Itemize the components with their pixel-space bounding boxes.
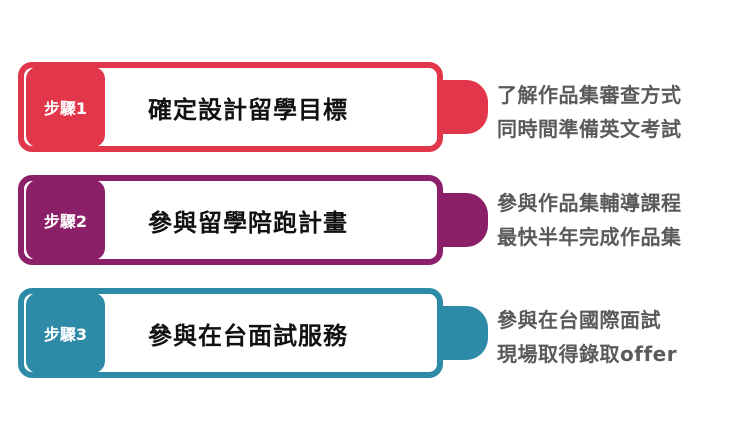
step-3-note-line-1: 參與在台國際面試: [497, 308, 661, 332]
step-1-card: 步驟1 確定設計留學目標: [18, 62, 488, 152]
step-3-title: 參與在台面試服務: [148, 321, 348, 350]
step-1-title: 確定設計留學目標: [148, 95, 348, 124]
step-3-note-line-2: 現場取得錄取offer: [497, 342, 678, 366]
step-1-note-line-1: 了解作品集審查方式: [497, 83, 682, 107]
step-2-badge: 步驟2: [26, 180, 105, 260]
step-3-card: 步驟3 參與在台面試服務: [18, 288, 488, 378]
step-2-title: 參與留學陪跑計畫: [148, 208, 348, 237]
step-2-card: 步驟2 參與留學陪跑計畫: [18, 175, 488, 265]
step-1-badge: 步驟1: [26, 67, 105, 147]
step-3-badge: 步驟3: [26, 293, 105, 373]
step-3-note: 參與在台國際面試 現場取得錄取offer: [497, 303, 737, 371]
step-2-note: 參與作品集輔導課程 最快半年完成作品集: [497, 186, 737, 254]
step-2-note-line-2: 最快半年完成作品集: [497, 225, 682, 249]
step-2-note-line-1: 參與作品集輔導課程: [497, 191, 682, 215]
step-1-note-line-2: 同時間準備英文考試: [497, 117, 682, 141]
step-1-note: 了解作品集審查方式 同時間準備英文考試: [497, 78, 737, 146]
